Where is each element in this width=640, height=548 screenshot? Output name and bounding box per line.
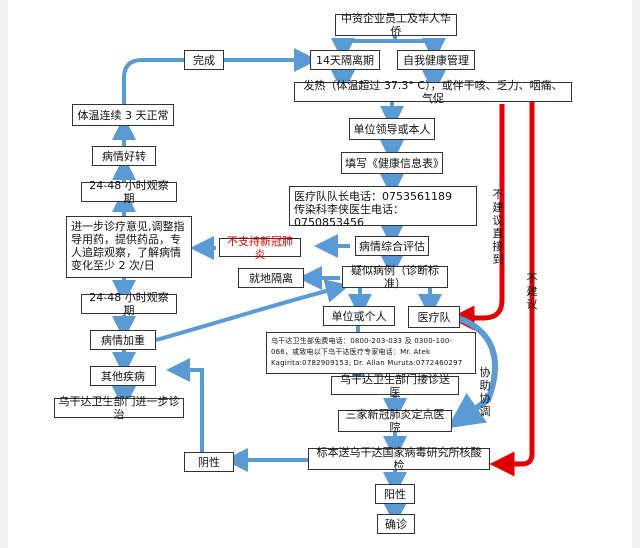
node-quarantine: 14天隔离期 [310,50,380,70]
left-page-edge [0,0,8,548]
node-worsen: 病情加重 [90,330,156,350]
node-advice: 进一步诊疗意见,调整指导用药，提供药品，专人追踪观察，了解病情变化至少 2 次/… [66,216,192,278]
node-observe2: 24-48 小时观察期 [81,291,177,317]
node-confirmed: 确诊 [377,514,415,534]
arrow-negative-to-other [166,358,204,452]
assist-curve [447,315,498,429]
node-contacts: 医疗队队长电话：0753561189 传染科李侠医生电话：0750853456 [289,186,477,229]
node-not-covid: 不支持新冠肺炎 [219,235,301,261]
label-not-recommend-direct: 不建议直接到 [492,188,504,266]
arrow-normal-to-quarantine [122,48,318,104]
node-positive: 阳性 [375,484,415,504]
node-medical-team: 医疗队 [408,306,460,328]
node-fill-form: 填写《健康信息表》 [341,152,444,174]
node-other-disease: 其他疾病 [90,366,156,386]
node-hotline: 乌干达卫生部免费电话：0800-203-033 及 0300-100-066，或… [266,332,476,374]
node-report: 单位领导或本人 [349,118,435,140]
label-not-recommend: 不建议 [526,272,538,311]
node-negative: 阴性 [184,452,234,472]
right-page-edge [632,0,640,548]
arrow-worsen-to-suspected [155,279,350,342]
node-isolate: 就地隔离 [238,268,304,288]
node-normal-temp: 体温连续 3 天正常 [72,104,174,126]
node-further-treatment: 乌干达卫生部门进一步诊治 [54,395,184,421]
node-unit: 单位或个人 [323,306,395,326]
node-transfer: 乌干达卫生部门接诊送医 [331,373,459,399]
node-hospitals: 三家新冠肺炎定点医院 [338,408,452,434]
arrow-start-to-selfmanage [393,36,446,62]
node-fever: 发热（体温超过 37.3° C），或伴干咳、乏力、咽痛、气促 [294,79,572,105]
node-assess: 病情综合评估 [355,236,429,256]
red-arrow-to-medteam [449,104,505,331]
label-done: 完成 [184,50,224,70]
node-observe1: 24-48 小时观察期 [81,179,177,205]
node-self-manage: 自我健康管理 [397,50,475,70]
red-arrow-to-lab [489,96,535,477]
label-assist: 协助协调 [479,366,491,418]
arrow-start-to-quarantine [331,36,397,62]
node-lab: 标本送乌干达国家病毒研究所核酸检 [308,446,490,472]
node-suspected: 疑似病例（诊断标准） [342,264,448,290]
node-start: 中资企业员工及华人华侨 [335,12,457,38]
node-improve: 病情好转 [92,146,156,166]
